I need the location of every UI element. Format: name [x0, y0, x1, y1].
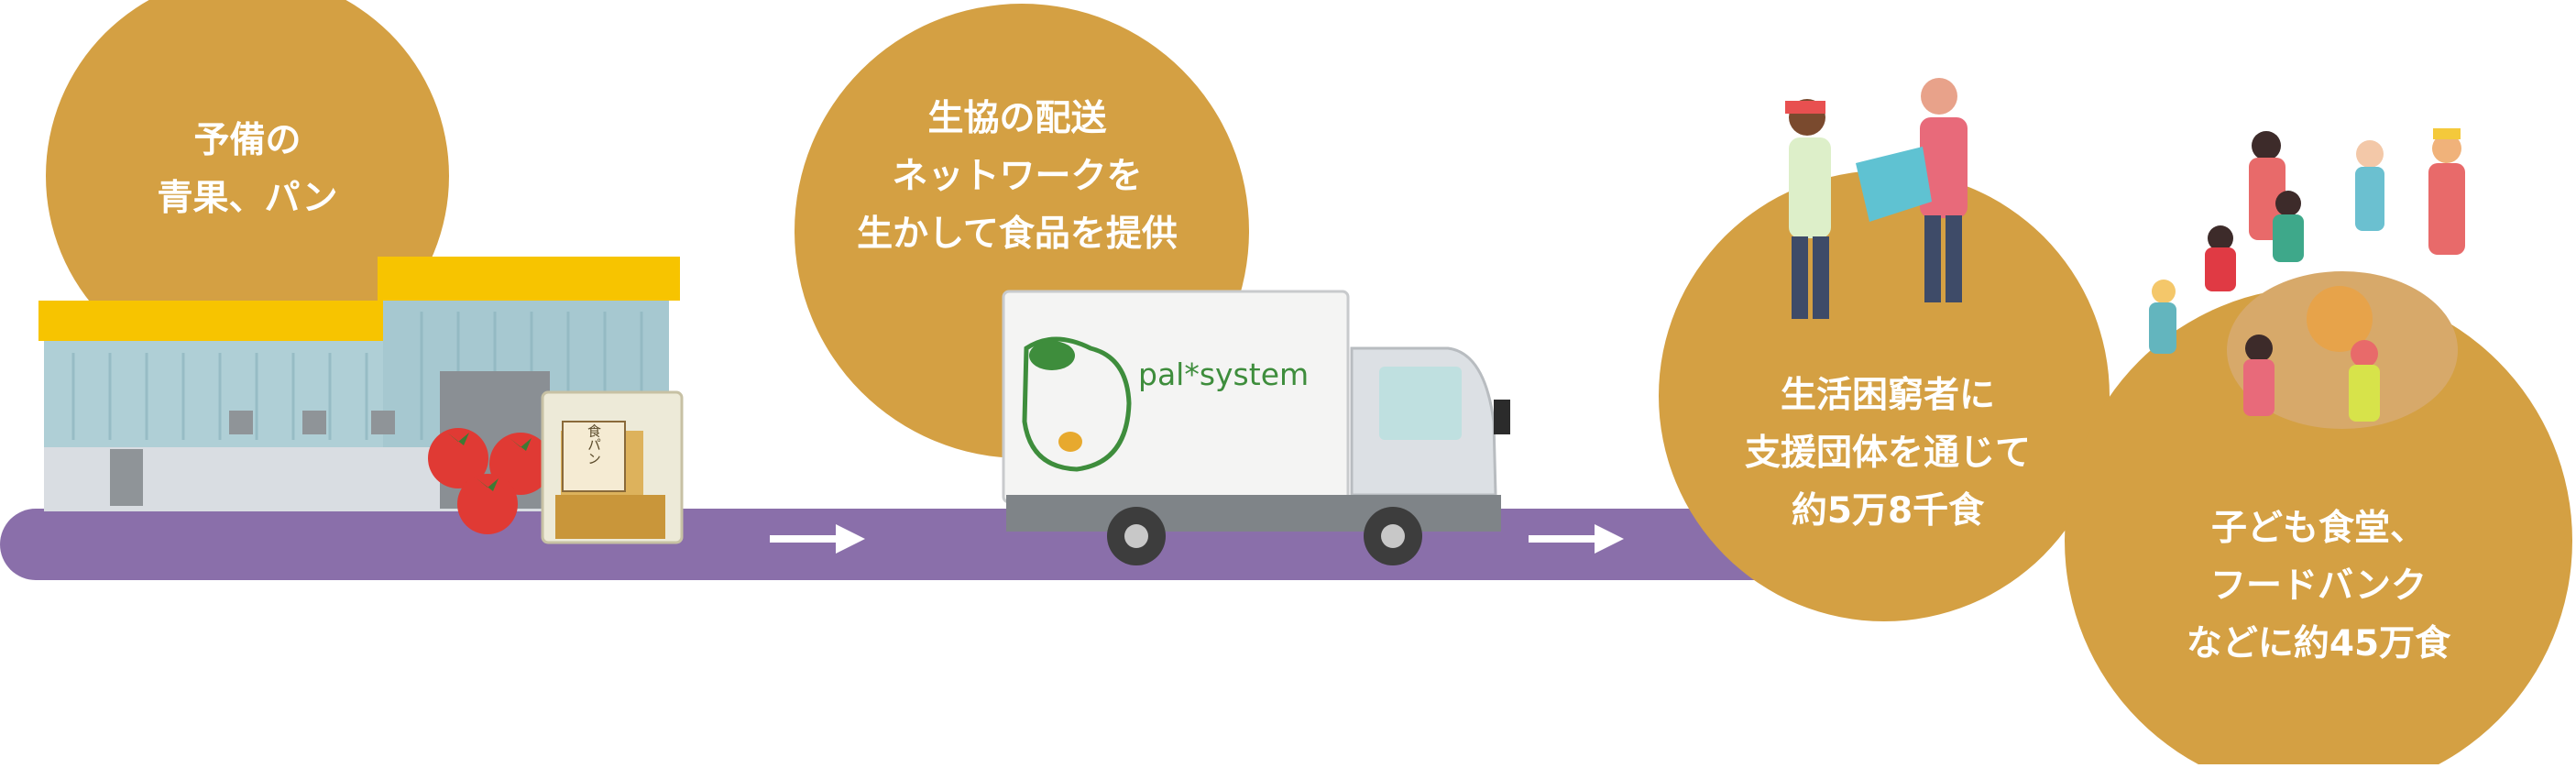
step-3-line-2: 支援団体を通じて [1744, 433, 2031, 474]
step-2-line-1: 生協の配送 [927, 98, 1107, 139]
kids-cafeteria-illustration [2149, 128, 2465, 429]
arrow-icon-2 [1529, 524, 1624, 554]
truck-brand-logo: pal*system [1138, 357, 1309, 392]
tomato-icon [428, 428, 552, 534]
purple-track [0, 509, 1860, 580]
delivery-truck-illustration [1002, 290, 1510, 565]
step-2-line-2: ネットワークを [892, 156, 1143, 197]
step-1-line-1: 予備の [193, 120, 301, 161]
step-3-line-3: 約5万8千食 [1791, 490, 1985, 532]
bubble-step-1 [46, 0, 449, 378]
step-2-text: 生協の配送 ネットワークを 生かして食品を提供 [779, 90, 1255, 263]
support-workers-illustration [1785, 78, 1968, 319]
step-1-line-2: 青果、パン [157, 178, 338, 219]
bread-package-icon [541, 390, 684, 544]
step-2-line-3: 生かして食品を提供 [857, 214, 1178, 255]
arrow-icon-1 [770, 524, 865, 554]
step-4-line-2: フードバンク [2210, 565, 2427, 607]
step-4-line-1: 子ども食堂、 [2210, 508, 2426, 549]
bread-label: 食パン [586, 424, 602, 466]
step-1-text: 予備の 青果、パン [37, 112, 458, 227]
step-3-text: 生活困窮者に 支援団体を通じて 約5万8千食 [1659, 367, 2117, 540]
bubble-step-4 [2065, 287, 2572, 768]
bubble-step-3 [1659, 170, 2110, 621]
step-4-text: 子ども食堂、 フードバンク などに約45万食 [2062, 499, 2575, 673]
step-3-line-1: 生活困窮者に [1780, 375, 1995, 416]
step-4-line-3: などに約45万食 [2186, 623, 2451, 664]
